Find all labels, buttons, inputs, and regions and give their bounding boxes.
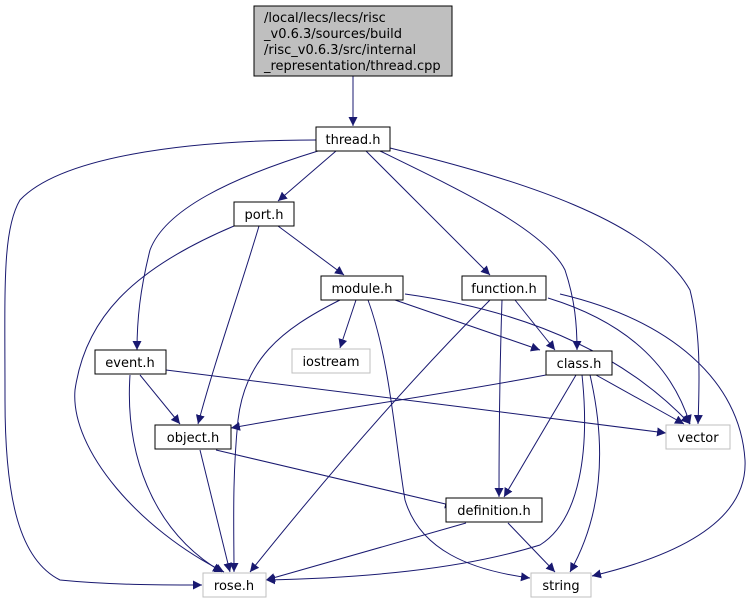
node-module-h[interactable]: module.h bbox=[320, 275, 404, 301]
node-vector-label: vector bbox=[677, 431, 719, 446]
edge-event-h-to-object-h bbox=[139, 374, 181, 425]
edge-function-h-to-definition-h bbox=[494, 299, 504, 498]
node-object-h-label: object.h bbox=[167, 431, 219, 446]
edge-module-h-to-iostream bbox=[338, 299, 357, 349]
edge-class-h-to-vector bbox=[595, 374, 685, 425]
node-iostream[interactable]: iostream bbox=[291, 348, 371, 374]
edge-class-h-to-definition-h bbox=[503, 374, 577, 498]
node-thread-h[interactable]: thread.h bbox=[315, 126, 391, 152]
node-class-h[interactable]: class.h bbox=[545, 350, 613, 376]
edge-thread-h-to-port-h bbox=[277, 150, 337, 202]
edge-definition-h-to-rose-h bbox=[265, 522, 467, 582]
node-vector[interactable]: vector bbox=[665, 424, 731, 450]
edge-thread-h-to-event-h bbox=[132, 150, 319, 351]
node-thread-cpp-line-3: /risc_v0.6.3/src/internal bbox=[264, 43, 416, 58]
edge-module-h-to-rose-h bbox=[229, 299, 341, 573]
node-string[interactable]: string bbox=[530, 572, 592, 598]
edge-definition-h-to-string bbox=[507, 522, 556, 573]
node-string-label: string bbox=[542, 579, 579, 594]
node-rose-h-label: rose.h bbox=[214, 579, 254, 594]
edge-class-h-to-string bbox=[569, 374, 601, 573]
edge-class-h-to-rose-h bbox=[265, 374, 586, 585]
node-thread-cpp[interactable]: /local/lecs/lecs/risc _v0.6.3/sources/bu… bbox=[253, 5, 453, 77]
edge-object-h-to-definition-h bbox=[215, 449, 455, 509]
edge-thread-h-to-class-h bbox=[379, 150, 582, 351]
node-module-h-label: module.h bbox=[331, 282, 392, 297]
edge-thread-h-to-rose-h bbox=[4, 139, 317, 590]
edge-module-h-to-class-h bbox=[394, 299, 541, 352]
node-thread-cpp-line-2: _v0.6.3/sources/build bbox=[263, 27, 402, 42]
edge-function-h-to-class-h bbox=[514, 299, 556, 351]
edge-event-h-to-vector bbox=[165, 369, 667, 437]
node-thread-cpp-line-4: _representation/thread.cpp bbox=[263, 59, 441, 74]
node-thread-cpp-line-1: /local/lecs/lecs/risc bbox=[264, 11, 386, 26]
node-function-h[interactable]: function.h bbox=[461, 275, 547, 301]
edge-object-h-to-rose-h bbox=[199, 449, 233, 573]
node-thread-h-label: thread.h bbox=[326, 133, 381, 148]
edge-class-h-to-object-h bbox=[230, 374, 547, 431]
edge-port-h-to-rose-h bbox=[74, 225, 235, 573]
node-rose-h[interactable]: rose.h bbox=[202, 572, 267, 598]
edge-port-h-to-object-h bbox=[195, 225, 260, 425]
edge-function-h-to-string bbox=[559, 293, 746, 579]
edge-function-h-to-vector bbox=[547, 297, 692, 425]
edges bbox=[4, 76, 746, 590]
node-event-h-label: event.h bbox=[105, 356, 154, 371]
node-port-h[interactable]: port.h bbox=[233, 201, 295, 227]
node-definition-h-label: definition.h bbox=[457, 504, 531, 519]
edge-port-h-to-module-h bbox=[277, 225, 345, 276]
node-event-h[interactable]: event.h bbox=[94, 349, 167, 375]
edge-module-h-to-vector bbox=[404, 293, 691, 425]
edge-module-h-to-string bbox=[367, 299, 531, 582]
node-class-h-label: class.h bbox=[557, 357, 602, 372]
node-function-h-label: function.h bbox=[471, 282, 536, 297]
edge-thread-h-to-vector bbox=[389, 147, 703, 425]
node-port-h-label: port.h bbox=[244, 208, 283, 223]
nodes: /local/lecs/lecs/risc _v0.6.3/sources/bu… bbox=[94, 5, 731, 598]
edge-event-h-to-rose-h bbox=[128, 374, 223, 573]
node-object-h[interactable]: object.h bbox=[154, 424, 232, 450]
edge-thread-h-to-function-h bbox=[365, 150, 491, 276]
node-iostream-label: iostream bbox=[302, 355, 359, 370]
node-definition-h[interactable]: definition.h bbox=[445, 497, 543, 523]
edge-function-h-to-rose-h bbox=[249, 299, 491, 573]
